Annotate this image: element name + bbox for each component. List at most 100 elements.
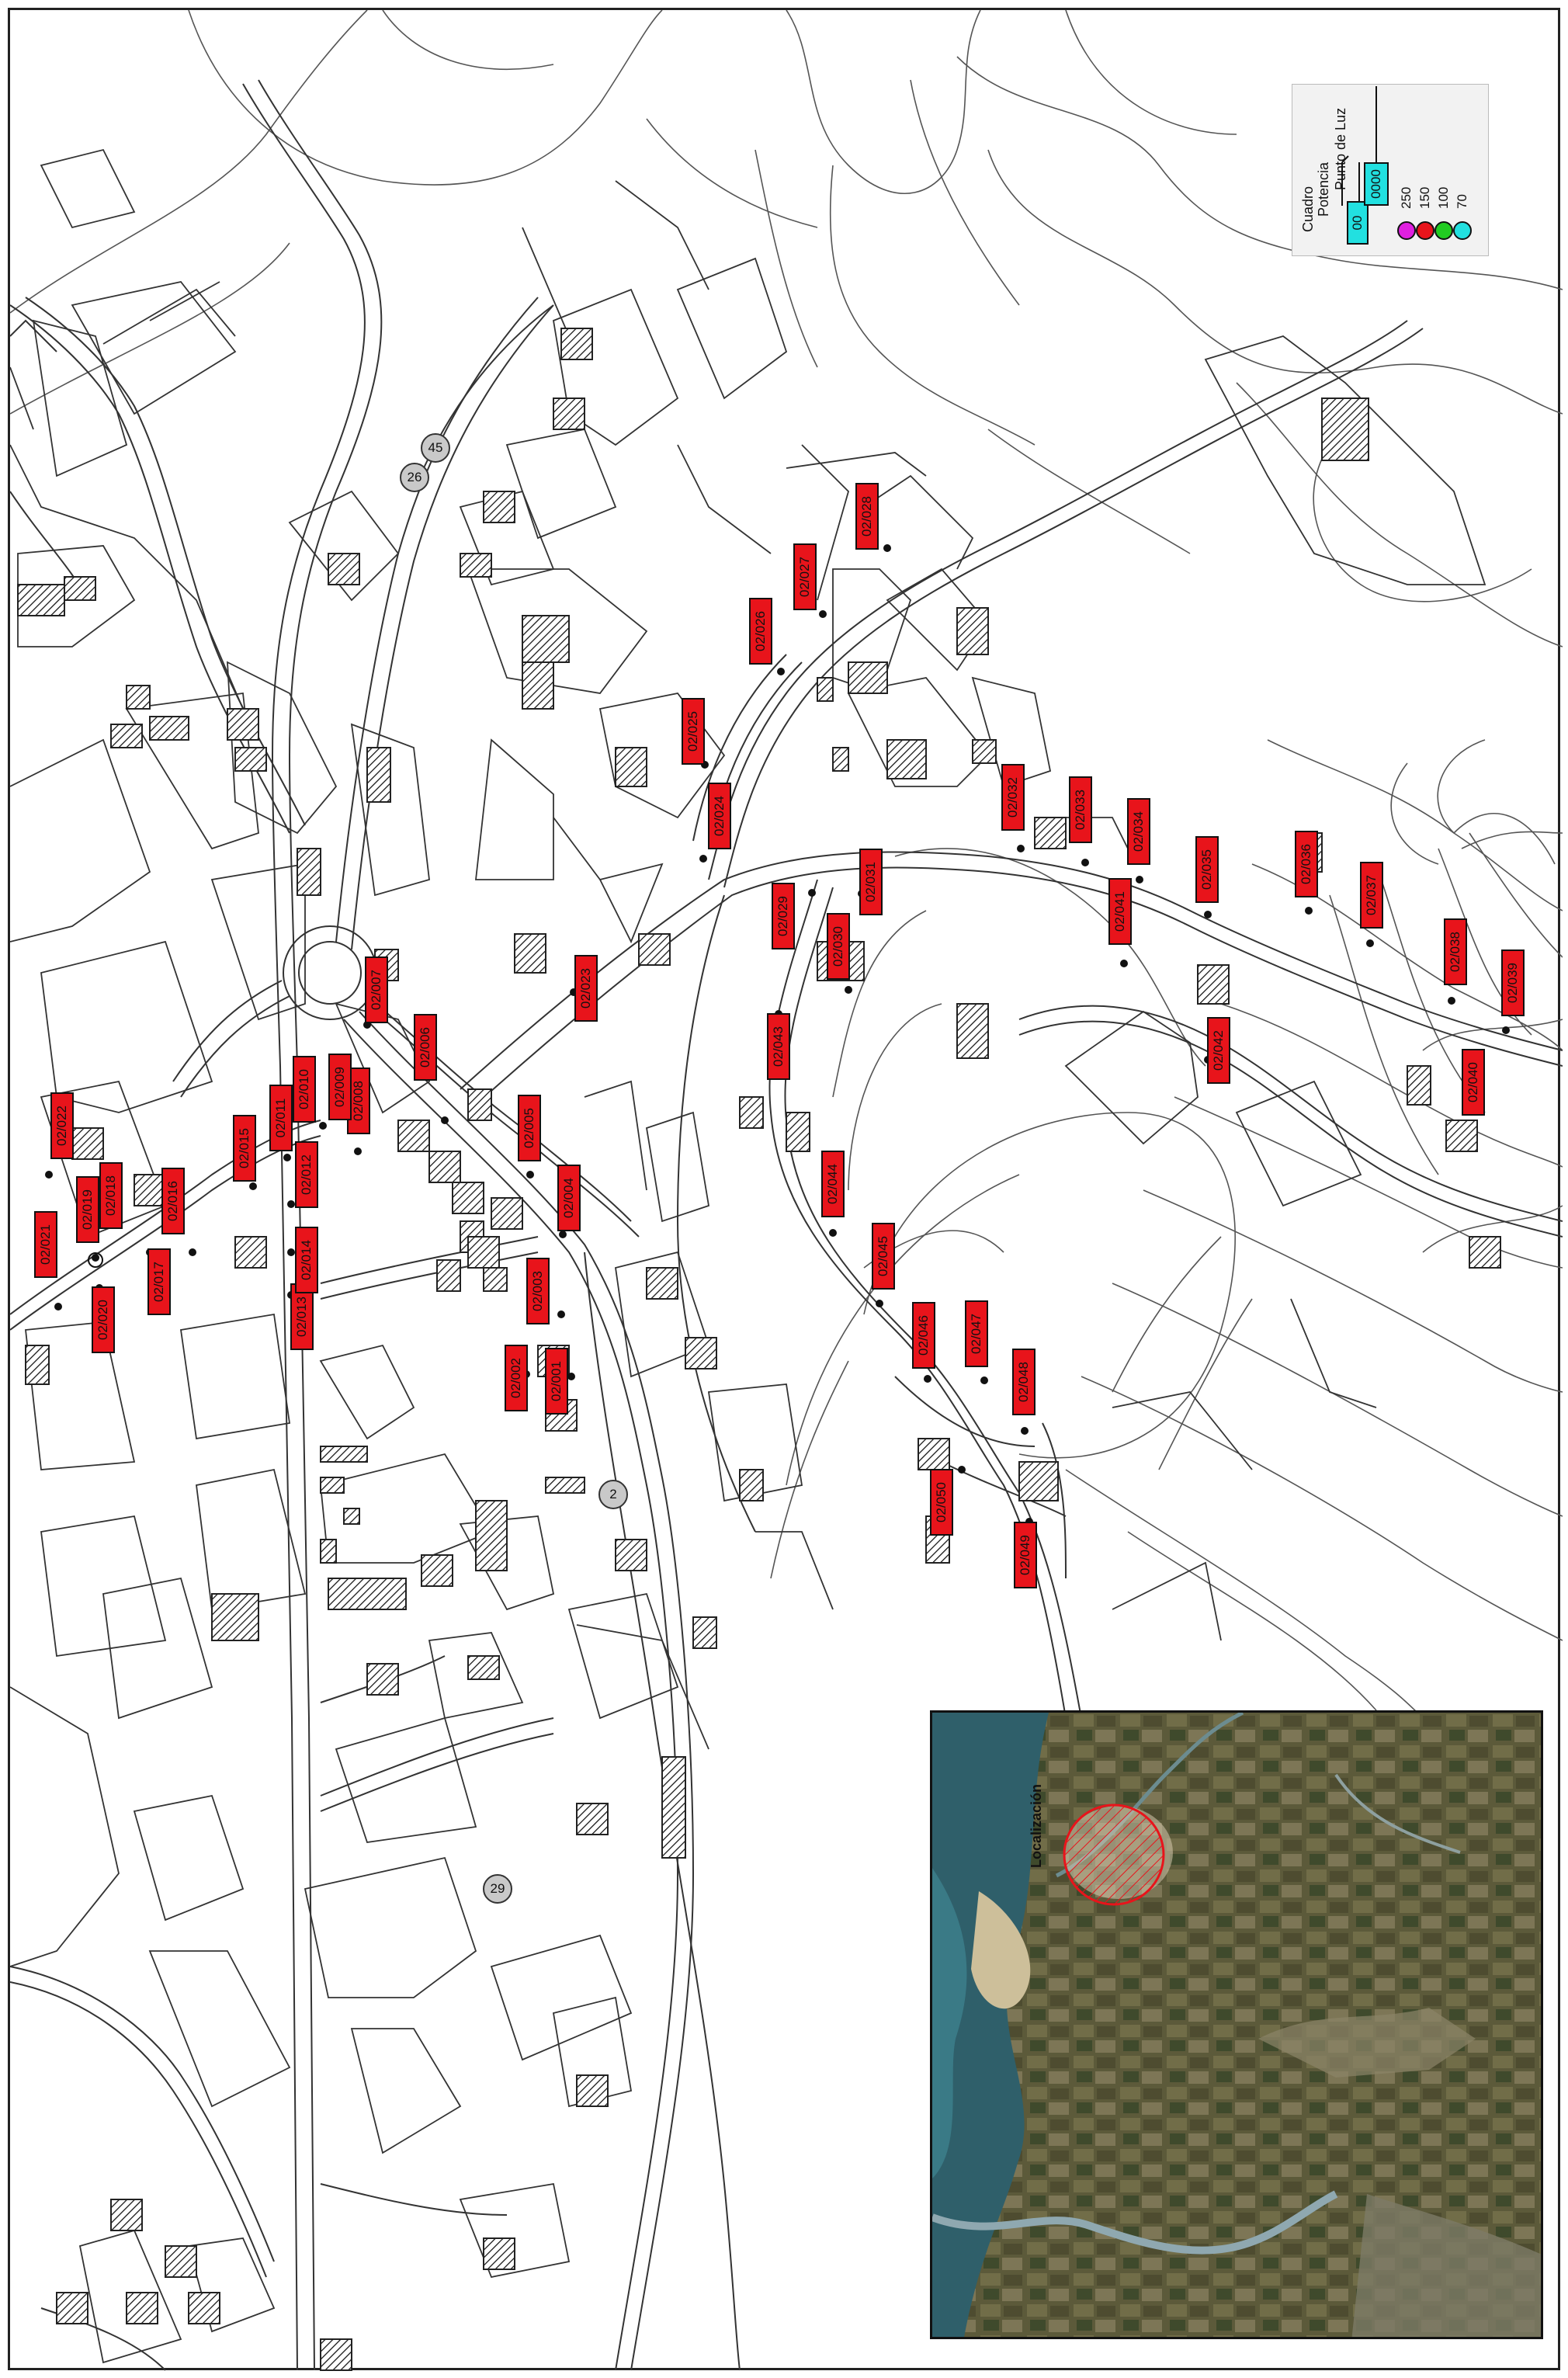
lamp-label[interactable]: 02/027 bbox=[793, 543, 817, 610]
lamp-label-text: 02/017 bbox=[151, 1262, 166, 1302]
circuit-marker[interactable]: 2 bbox=[598, 1480, 628, 1509]
lamp-label[interactable]: 02/003 bbox=[526, 1258, 550, 1324]
lamp-label-text: 02/010 bbox=[297, 1069, 311, 1109]
lamp-label-text: 02/009 bbox=[332, 1067, 347, 1107]
lamp-label-text: 02/015 bbox=[237, 1128, 252, 1168]
lamp-label[interactable]: 02/048 bbox=[1012, 1349, 1036, 1415]
map-frame bbox=[8, 8, 1563, 2373]
lamp-label[interactable]: 02/031 bbox=[859, 849, 883, 915]
lamp-label[interactable]: 02/024 bbox=[708, 783, 731, 849]
lamp-label[interactable]: 02/047 bbox=[965, 1300, 988, 1367]
circuit-marker[interactable]: 45 bbox=[421, 433, 450, 463]
lamp-label-text: 02/014 bbox=[299, 1240, 314, 1280]
lamp-label[interactable]: 02/049 bbox=[1014, 1522, 1037, 1588]
lamp-label[interactable]: 02/043 bbox=[767, 1013, 790, 1080]
lamp-label[interactable]: 02/005 bbox=[518, 1095, 541, 1161]
lamp-label[interactable]: 02/041 bbox=[1108, 878, 1132, 945]
lamp-label[interactable]: 02/021 bbox=[34, 1211, 57, 1278]
lamp-label[interactable]: 02/014 bbox=[295, 1227, 318, 1293]
lamp-label[interactable]: 02/030 bbox=[827, 913, 850, 980]
lamp-label[interactable]: 02/012 bbox=[295, 1141, 318, 1208]
lamp-label[interactable]: 02/036 bbox=[1295, 831, 1318, 897]
lamp-label[interactable]: 02/039 bbox=[1501, 949, 1525, 1016]
lamp-label[interactable]: 02/035 bbox=[1195, 836, 1219, 903]
lamp-label-text: 02/011 bbox=[273, 1098, 288, 1138]
lamp-label[interactable]: 02/044 bbox=[821, 1151, 845, 1217]
lamp-label-text: 02/040 bbox=[1466, 1062, 1480, 1102]
lamp-label[interactable]: 02/002 bbox=[505, 1345, 528, 1411]
lamp-label[interactable]: 02/025 bbox=[682, 698, 705, 765]
lamp-label-text: 02/023 bbox=[578, 968, 593, 1008]
lamp-label-text: 02/042 bbox=[1211, 1030, 1226, 1071]
lamp-label[interactable]: 02/017 bbox=[147, 1248, 171, 1315]
circuit-marker[interactable]: 26 bbox=[400, 463, 429, 492]
lamp-label-text: 02/037 bbox=[1364, 875, 1379, 915]
lamp-label[interactable]: 02/028 bbox=[855, 483, 879, 550]
lamp-label-text: 02/046 bbox=[916, 1315, 931, 1356]
lamp-label[interactable]: 02/026 bbox=[749, 598, 772, 665]
lamp-label[interactable]: 02/022 bbox=[50, 1092, 74, 1159]
lamp-label-text: 02/019 bbox=[80, 1189, 95, 1230]
street-map[interactable] bbox=[10, 10, 1563, 2373]
lamp-label[interactable]: 02/032 bbox=[1001, 764, 1025, 831]
lamp-label[interactable]: 02/045 bbox=[872, 1223, 895, 1290]
legend-label: 150 bbox=[1417, 186, 1432, 209]
lamp-label-text: 02/041 bbox=[1112, 891, 1127, 932]
legend-swatch bbox=[1416, 221, 1434, 240]
lamp-label[interactable]: 02/011 bbox=[269, 1085, 293, 1151]
lamp-label-text: 02/003 bbox=[530, 1271, 545, 1311]
lamp-label-text: 02/047 bbox=[969, 1314, 983, 1354]
lamp-label-text: 02/002 bbox=[508, 1358, 523, 1398]
lamp-label-text: 02/031 bbox=[863, 862, 878, 902]
lamp-label[interactable]: 02/046 bbox=[912, 1302, 935, 1369]
lamp-label[interactable]: 02/018 bbox=[99, 1162, 123, 1229]
lamp-label[interactable]: 02/007 bbox=[365, 956, 388, 1023]
lamp-label-text: 02/024 bbox=[712, 796, 727, 836]
lamp-label[interactable]: 02/034 bbox=[1127, 798, 1150, 865]
lamp-label-text: 02/050 bbox=[934, 1482, 949, 1522]
legend-label: 70 bbox=[1455, 194, 1469, 209]
lamp-label[interactable]: 02/037 bbox=[1360, 862, 1383, 929]
lamp-label-text: 02/038 bbox=[1448, 932, 1462, 972]
circuit-marker[interactable]: 29 bbox=[483, 1874, 512, 1904]
lamp-label[interactable]: 02/040 bbox=[1462, 1049, 1485, 1116]
lamp-label[interactable]: 02/050 bbox=[930, 1469, 953, 1536]
legend-label: 250 bbox=[1399, 186, 1414, 209]
lamp-label[interactable]: 02/038 bbox=[1444, 918, 1467, 985]
lamp-label-text: 02/022 bbox=[54, 1106, 69, 1146]
lamp-label-text: 02/033 bbox=[1073, 790, 1088, 830]
lamp-label-text: 02/007 bbox=[369, 970, 383, 1010]
legend-header-potencia: Potencia bbox=[1316, 161, 1331, 217]
lamp-label[interactable]: 02/023 bbox=[574, 955, 598, 1022]
lamp-label-text: 02/020 bbox=[95, 1300, 110, 1340]
lamp-label-text: 02/018 bbox=[103, 1175, 118, 1216]
lamp-label-text: 02/026 bbox=[753, 611, 768, 651]
lamp-label[interactable]: 02/019 bbox=[76, 1176, 99, 1243]
lamp-label-text: 02/005 bbox=[522, 1108, 536, 1148]
lamp-label[interactable]: 02/001 bbox=[545, 1348, 568, 1415]
lamp-label[interactable]: 02/020 bbox=[92, 1286, 115, 1353]
lamp-label-text: 02/032 bbox=[1005, 777, 1020, 818]
legend-label: 100 bbox=[1436, 186, 1451, 209]
lamp-label[interactable]: 02/016 bbox=[161, 1168, 185, 1234]
lamp-label[interactable]: 02/029 bbox=[772, 883, 795, 949]
lamp-label[interactable]: 02/006 bbox=[414, 1014, 437, 1081]
lamp-label[interactable]: 02/010 bbox=[293, 1056, 316, 1123]
lamp-label[interactable]: 02/015 bbox=[233, 1115, 256, 1182]
lamp-label-text: 02/036 bbox=[1299, 844, 1313, 884]
lamp-label[interactable]: 02/004 bbox=[557, 1165, 581, 1231]
roads bbox=[10, 79, 1563, 2371]
lamp-label[interactable]: 02/013 bbox=[290, 1283, 314, 1350]
lamp-label[interactable]: 02/042 bbox=[1207, 1017, 1230, 1084]
lamp-label-text: 02/029 bbox=[775, 896, 790, 936]
lamp-label[interactable]: 02/009 bbox=[328, 1054, 352, 1120]
lamp-label-text: 02/044 bbox=[825, 1164, 840, 1204]
lamp-label-text: 02/039 bbox=[1505, 963, 1520, 1003]
legend-swatch bbox=[1434, 221, 1453, 240]
lamp-label-text: 02/001 bbox=[549, 1361, 564, 1401]
lamp-label[interactable]: 02/033 bbox=[1069, 776, 1092, 843]
lamp-label-text: 02/049 bbox=[1018, 1535, 1032, 1575]
lamp-label-text: 02/013 bbox=[294, 1297, 309, 1337]
lamp-label-text: 02/008 bbox=[351, 1081, 366, 1121]
location-inset: Localización bbox=[930, 1710, 1543, 2339]
